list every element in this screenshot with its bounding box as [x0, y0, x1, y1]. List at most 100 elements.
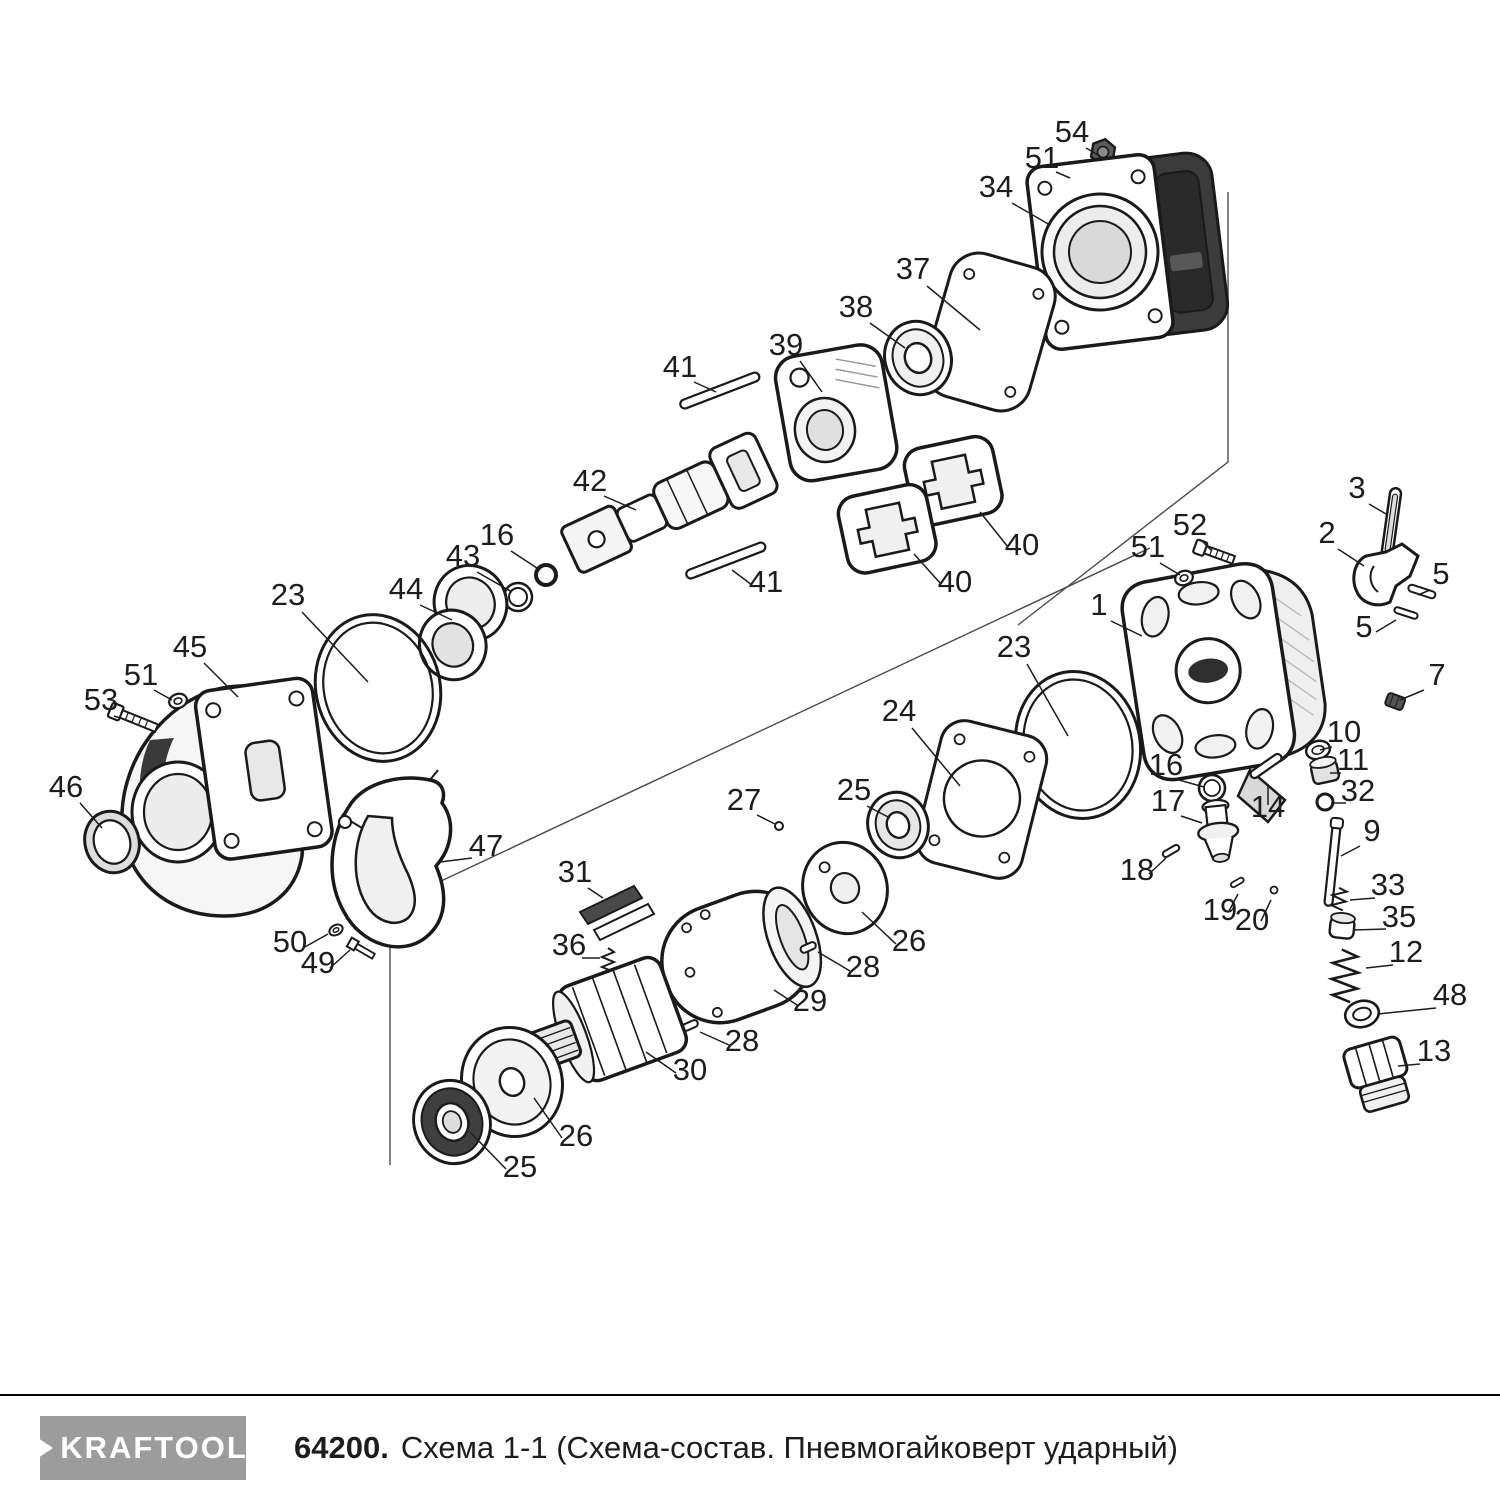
part-25-bearing-right — [866, 790, 930, 860]
part-48-oring — [1343, 999, 1381, 1029]
part-label-45: 45 — [173, 629, 207, 664]
part-label-43: 43 — [446, 538, 480, 573]
part-label-50: 50 — [273, 924, 307, 959]
part-label-44: 44 — [389, 571, 423, 606]
leader-line-48-49 — [1377, 1007, 1437, 1015]
leader-line-44-10 — [419, 604, 453, 621]
part-label-53: 53 — [84, 682, 118, 717]
part-39-hammer-case — [773, 343, 899, 483]
part-32-oring — [1315, 792, 1335, 812]
part-label-11: 11 — [1337, 742, 1369, 777]
part-45-front-housing — [120, 676, 334, 918]
part-label-2: 2 — [1318, 515, 1335, 550]
part-label-23: 23 — [271, 577, 305, 612]
part-label-16: 16 — [1149, 747, 1183, 782]
part-label-18: 18 — [1120, 852, 1154, 887]
leader-line-51-1 — [1055, 171, 1071, 179]
leader-line-53-17 — [113, 715, 133, 723]
leader-line-49-52 — [329, 949, 351, 969]
part-label-7: 7 — [1428, 657, 1445, 692]
part-label-36: 36 — [552, 927, 586, 962]
part-16-oring-right — [1197, 773, 1227, 803]
kraftool-logo-mark-icon — [38, 1438, 54, 1458]
leader-line-28-48 — [817, 951, 851, 972]
part-1-main-housing — [1120, 562, 1327, 824]
part-label-25: 25 — [837, 772, 871, 807]
part-25-bearing-left — [412, 1078, 492, 1166]
part-label-26: 26 — [892, 923, 926, 958]
part-label-30: 30 — [673, 1052, 707, 1087]
part-13-air-inlet — [1342, 1035, 1411, 1113]
footer: KRAFTOOL 64200.Схема 1-1 (Схема-состав. … — [0, 1394, 1500, 1500]
leader-line-37-3 — [926, 285, 981, 331]
leader-line-39-5 — [799, 360, 823, 393]
part-label-40: 40 — [1005, 527, 1039, 562]
part-label-14: 14 — [1251, 789, 1285, 824]
leader-line-35-42 — [1353, 928, 1387, 931]
leader-line-3-22 — [1368, 503, 1387, 515]
part-23-ring-left — [313, 613, 443, 763]
part-label-51: 51 — [1131, 529, 1165, 564]
part-label-17: 17 — [1151, 783, 1185, 818]
part-label-40: 40 — [938, 564, 972, 599]
part-label-34: 34 — [979, 169, 1013, 204]
leader-line-16-31 — [1178, 779, 1205, 788]
part-label-13: 13 — [1417, 1033, 1451, 1068]
part-label-51: 51 — [1025, 140, 1059, 175]
leader-line-23-11 — [301, 611, 369, 683]
part-27-pin — [774, 821, 784, 831]
leader-line-23-26 — [1026, 663, 1069, 737]
construction-line — [1017, 192, 1229, 626]
part-29-cylinder — [660, 886, 823, 1025]
part-label-29: 29 — [793, 983, 827, 1018]
part-label-33: 33 — [1371, 867, 1405, 902]
leader-line-26-45 — [861, 911, 897, 945]
part-49-screw — [345, 936, 377, 960]
scheme-name: Схема 1-1 (Схема-состав. Пневмогайковерт… — [400, 1430, 1179, 1465]
part-label-23: 23 — [997, 629, 1031, 664]
leader-line-7-28 — [1399, 689, 1425, 701]
part-label-28: 28 — [846, 949, 880, 984]
part-label-32: 32 — [1341, 773, 1375, 808]
part-18-pin — [1161, 844, 1181, 858]
part-label-46: 46 — [49, 769, 83, 804]
leader-line-5-23 — [1417, 589, 1431, 596]
leader-line-51-20 — [1159, 562, 1181, 576]
part-52-screw — [1192, 538, 1237, 565]
part-label-26: 26 — [559, 1118, 593, 1153]
part-47-handle — [330, 769, 453, 949]
part-label-24: 24 — [882, 693, 916, 728]
part-28-pin-upper — [799, 941, 817, 954]
leader-line-1-25 — [1110, 620, 1143, 637]
part-26-end-plate-right — [801, 840, 889, 936]
part-label-38: 38 — [839, 289, 873, 324]
part-53-screw — [106, 701, 160, 734]
part-label-1: 1 — [1090, 587, 1107, 622]
part-7-set-screw — [1384, 692, 1407, 711]
part-46-oring — [83, 809, 141, 875]
part-24-gasket — [915, 719, 1049, 880]
part-label-48: 48 — [1433, 977, 1467, 1012]
leader-line-34-2 — [1011, 202, 1051, 226]
leader-line-20-41 — [1260, 899, 1272, 922]
leader-lines-layer — [79, 147, 1437, 1170]
leader-line-52-19 — [1201, 540, 1213, 552]
leader-line-45-15 — [203, 662, 239, 698]
part-label-54: 54 — [1055, 114, 1089, 149]
part-5-pin-upper — [1407, 583, 1437, 600]
leader-line-24-27 — [911, 727, 961, 787]
part-16-oring-left — [534, 563, 558, 587]
leader-line-9-35 — [1340, 845, 1361, 857]
part-label-52: 52 — [1173, 507, 1207, 542]
part-9-valve-stem — [1323, 816, 1345, 907]
kraftool-logo: KRAFTOOL — [38, 1416, 246, 1480]
part-label-31: 31 — [558, 854, 592, 889]
leader-line-33-39 — [1349, 897, 1376, 901]
leader-line-46-18 — [79, 802, 103, 829]
part-38-bearing — [883, 319, 953, 397]
leader-line-47-43 — [439, 857, 473, 863]
leader-line-18-36 — [1148, 857, 1167, 875]
part-41-pin-bottom — [685, 541, 767, 580]
part-17-inlet-valve — [1197, 798, 1240, 863]
